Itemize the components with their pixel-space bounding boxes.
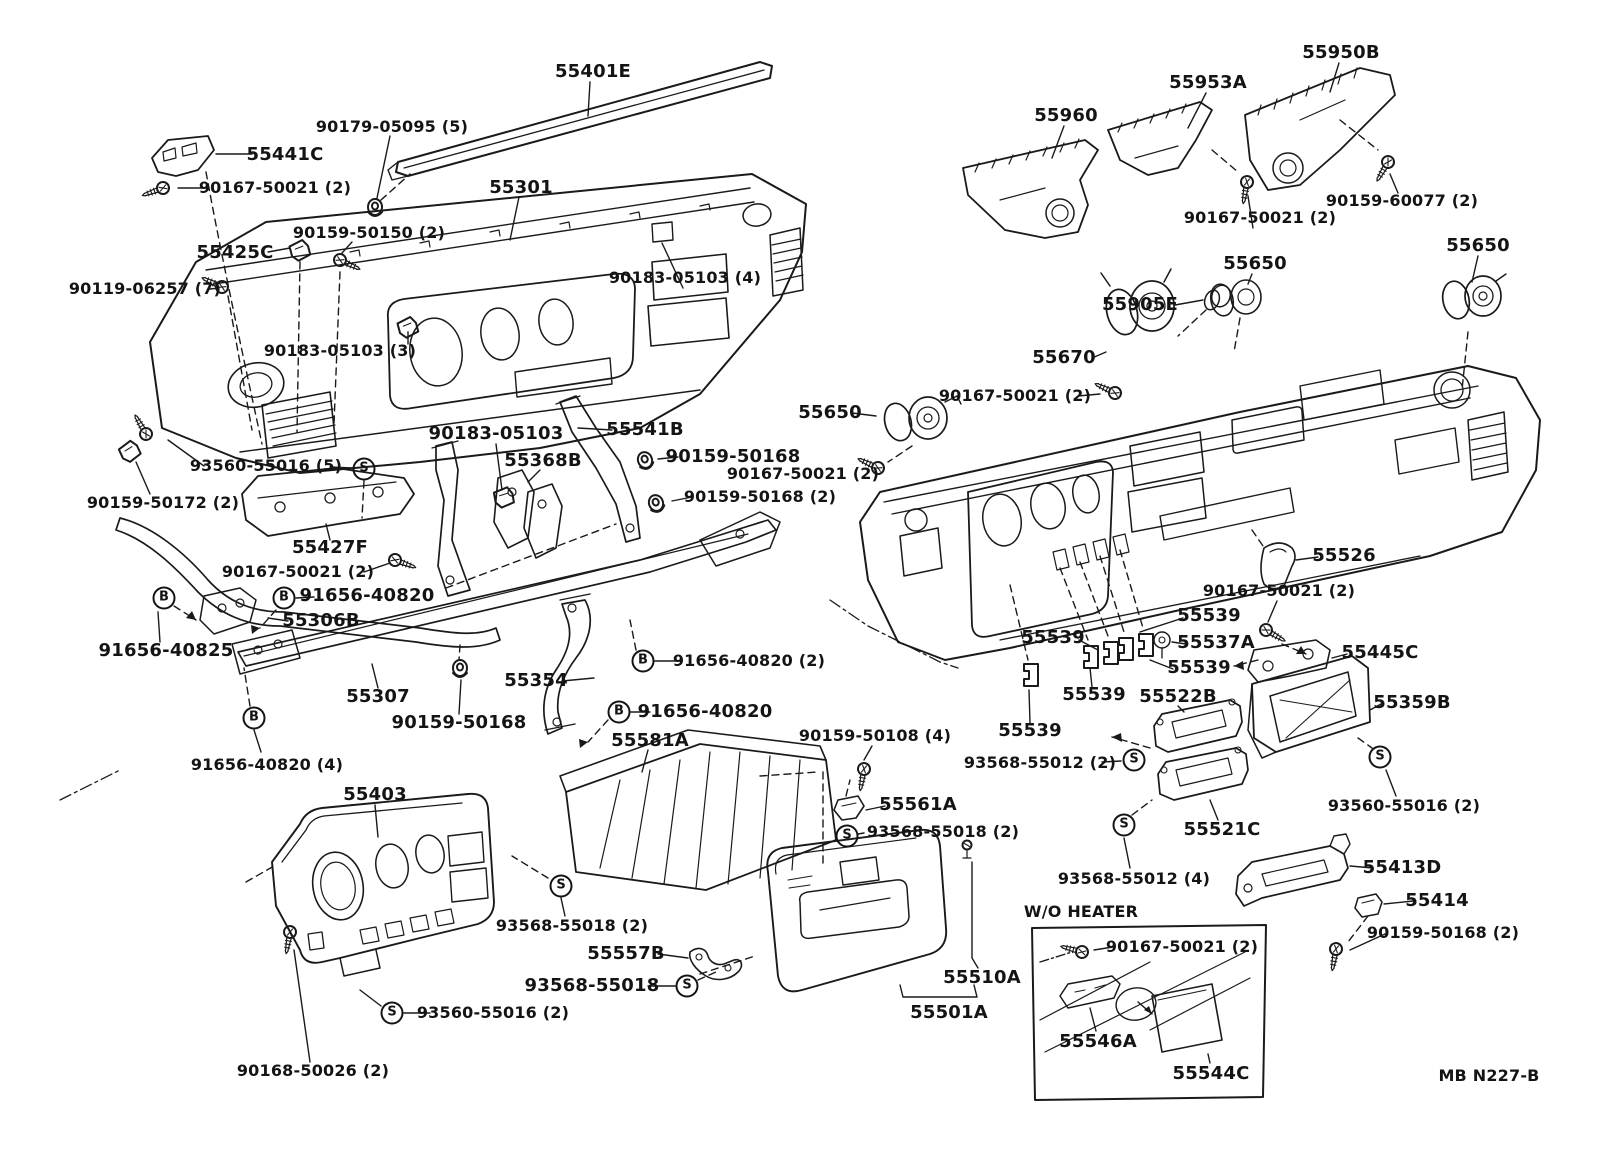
part-55650-knob-c [883,395,962,442]
datum-lines [59,599,959,801]
part-55537a-stud [1153,631,1171,659]
part-55953a-duct [1107,101,1213,176]
part-55441c [151,135,215,177]
part-55521c-unit [1157,746,1249,801]
part-55557b-strap [688,947,743,981]
part-55413d-tray [1235,833,1351,907]
part-55427f-plate [241,467,415,537]
part-55445c-bracket [1247,639,1331,683]
part-55581a-box [559,729,837,891]
part-55650-knob-a [1441,273,1507,320]
part-55306b-brace [115,517,501,648]
dashed-lines [173,119,1469,981]
part-55359b-bezel [1247,655,1371,759]
part-55354-bracket [543,593,592,735]
leader-lines [135,62,1479,1064]
part-55561a-clip [833,795,865,821]
fasteners [116,152,1398,973]
part-55403-bezel [271,792,495,977]
part-55541b-bracket [555,395,641,543]
part-55670-switch [1100,268,1175,336]
arrowheads [186,611,1306,748]
part-55368b-brackets [493,469,563,559]
part-55414-clip [1354,893,1383,918]
part-55301-panel [149,173,807,474]
part-55542b-bracket [431,440,471,597]
part-55501a-door [766,828,948,993]
part-55950b-duct [1244,67,1396,191]
part-55522b-unit [1153,698,1243,753]
part-55905e-cap [1203,284,1232,311]
part-55650-knob-b [1209,279,1262,317]
wo-heater-inset [1031,924,1267,1101]
part-55307-brace [231,511,781,675]
part-55526-clip [1260,542,1296,590]
part-right-panel [859,365,1541,661]
part-55401e-strip [387,61,773,181]
part-55960-duct [962,138,1099,239]
